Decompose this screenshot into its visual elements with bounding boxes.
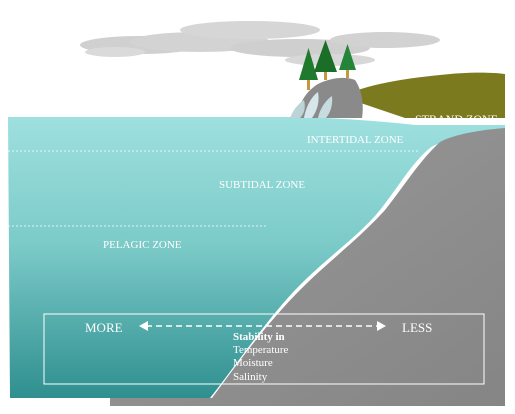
rocky-seafloor xyxy=(110,128,505,406)
strand-zone-label: STRAND ZONE xyxy=(415,112,498,126)
pelagic-zone-label: PELAGIC ZONE xyxy=(103,239,182,251)
arrow-left-icon xyxy=(139,321,148,331)
stability-item-moisture: Moisture xyxy=(233,357,273,369)
stability-item-temperature: Temperature xyxy=(233,344,289,356)
arrow-right-icon xyxy=(377,321,386,331)
stability-item-salinity: Salinity xyxy=(233,371,268,383)
stability-more-label: MORE xyxy=(85,320,123,335)
subtidal-zone-label: SUBTIDAL ZONE xyxy=(219,179,305,191)
clouds xyxy=(80,21,440,66)
stability-legend: MORE LESS Stability in Temperature Moist… xyxy=(43,313,485,385)
intertidal-zone-label: INTERTIDAL ZONE xyxy=(307,134,404,146)
stability-title: Stability in xyxy=(233,331,285,343)
ocean-water xyxy=(8,117,505,398)
grass-hill xyxy=(352,72,505,118)
stability-less-label: LESS xyxy=(402,320,432,335)
trees xyxy=(299,40,356,90)
rocky-headland xyxy=(290,77,363,118)
